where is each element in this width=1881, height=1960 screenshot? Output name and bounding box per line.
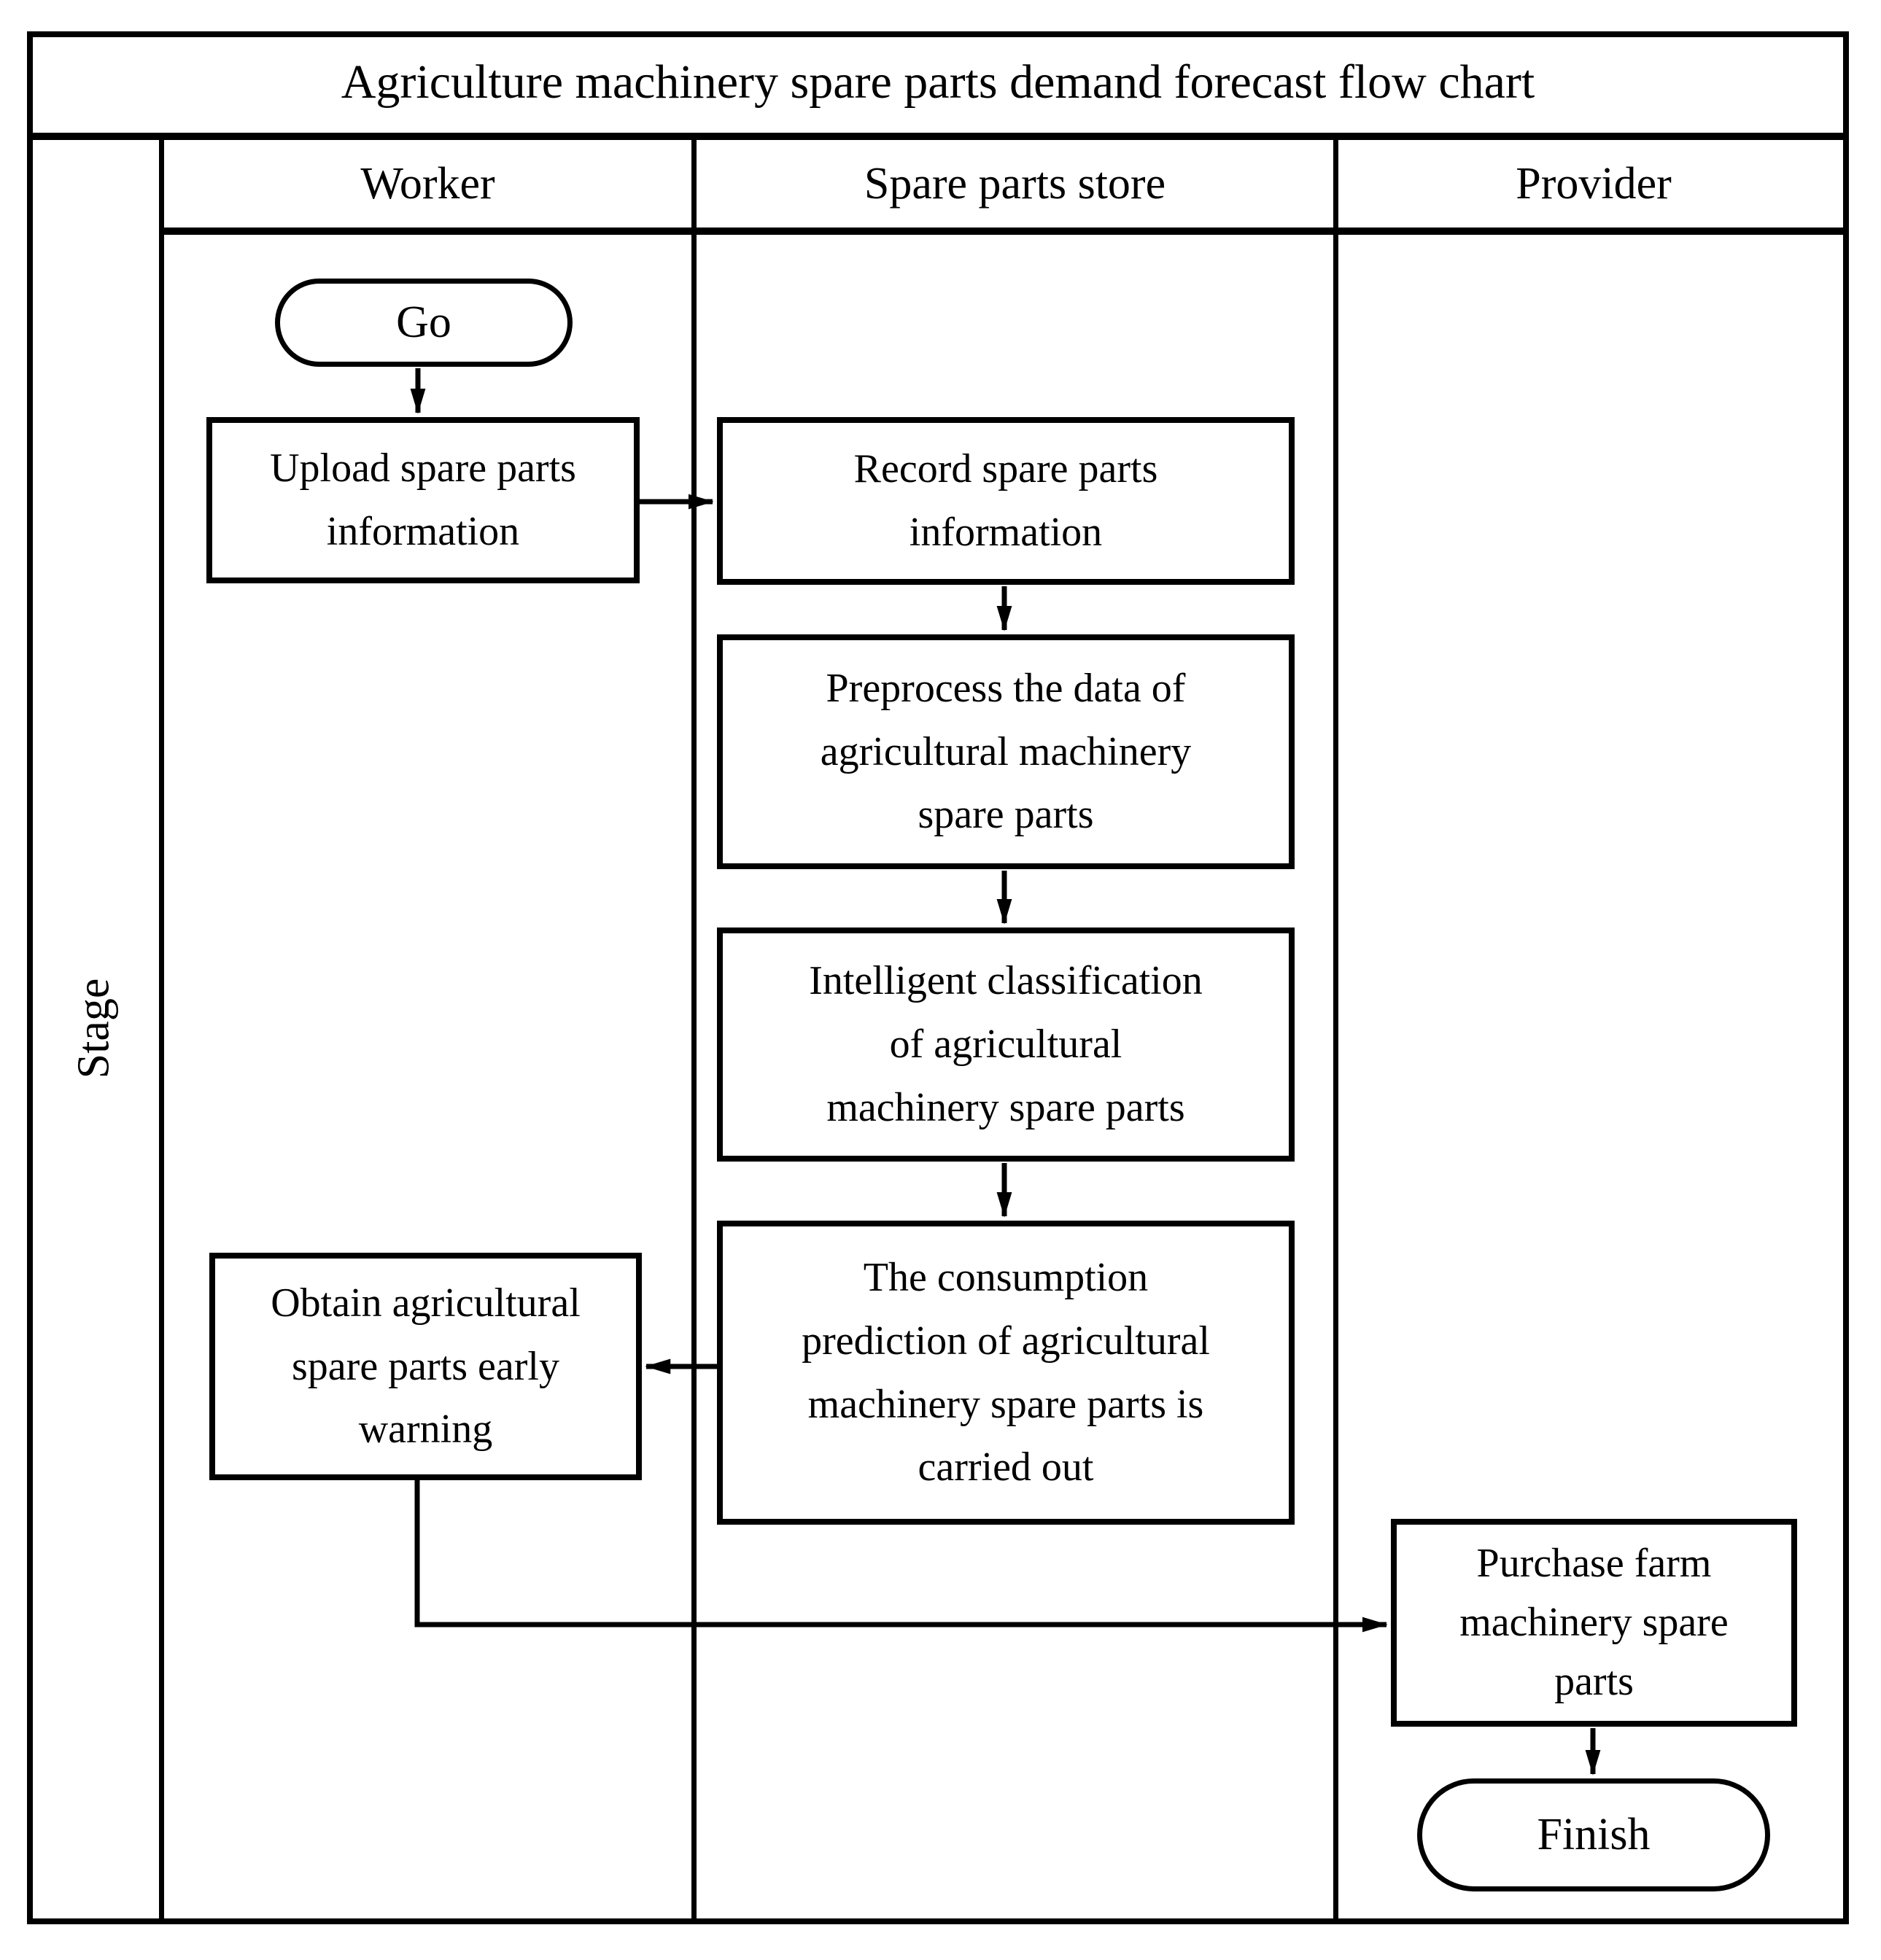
node-classify-process: Intelligent classification of agricultur… — [717, 928, 1295, 1162]
header-divider-line — [159, 228, 1849, 235]
stage-worker-divider — [159, 133, 164, 1924]
node-warning-process: Obtain agricultural spare parts early wa… — [209, 1253, 642, 1480]
node-predict-process: The consumption prediction of agricultur… — [717, 1221, 1295, 1525]
stage-column: Stage — [29, 133, 159, 1924]
node-start-terminator: Go — [275, 279, 573, 367]
store-provider-divider — [1333, 133, 1338, 1924]
lane-header-store: Spare parts store — [864, 158, 1166, 209]
worker-store-divider — [691, 133, 697, 1924]
lane-header-worker: Worker — [360, 158, 495, 209]
node-record-process: Record spare parts information — [717, 417, 1295, 585]
flowchart-title: Agriculture machinery spare parts demand… — [341, 55, 1535, 109]
stage-label: Stage — [69, 978, 119, 1079]
lane-header-provider: Provider — [1516, 158, 1672, 209]
node-upload-process: Upload spare parts information — [206, 417, 640, 583]
node-preprocess-process: Preprocess the data of agricultural mach… — [717, 634, 1295, 869]
node-finish-terminator: Finish — [1417, 1778, 1770, 1891]
node-purchase-process: Purchase farm machinery spare parts — [1391, 1519, 1797, 1727]
title-divider-line — [27, 133, 1849, 140]
